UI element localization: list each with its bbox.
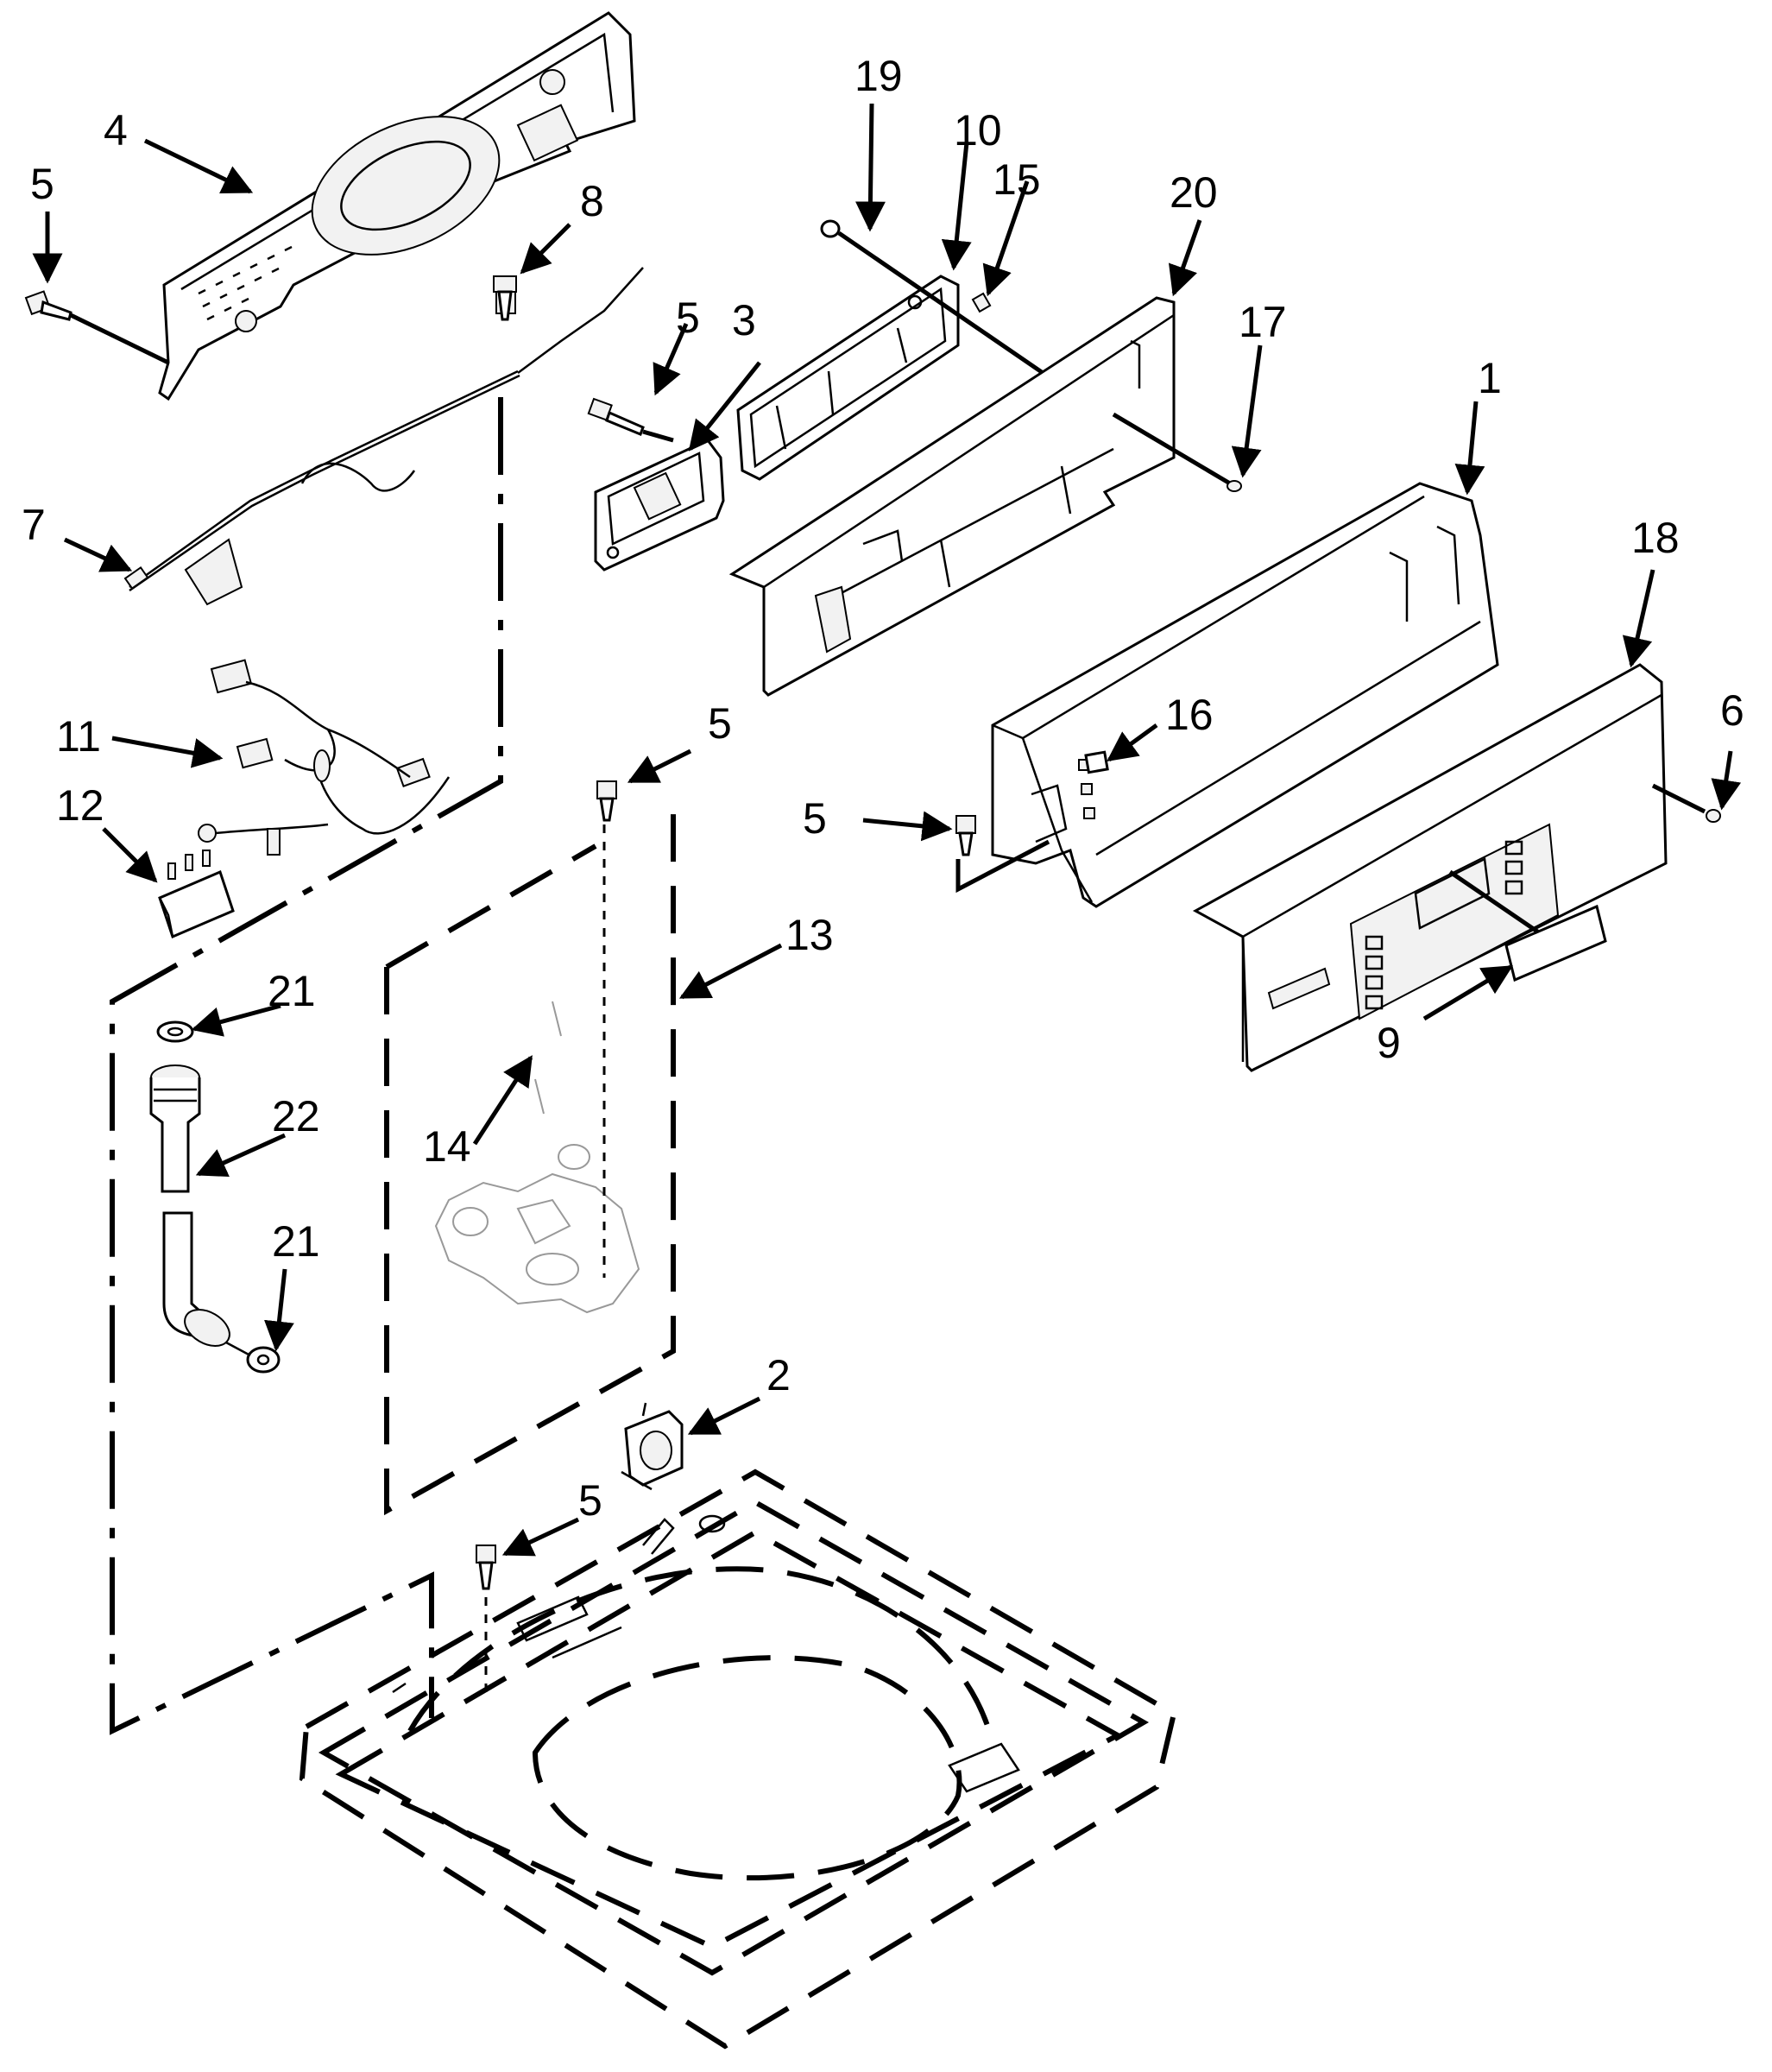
screw-part-5-board — [587, 397, 674, 443]
callout-arrows — [32, 103, 1742, 1557]
callout-1: 1 — [1478, 354, 1502, 402]
callout-14: 14 — [423, 1122, 471, 1171]
wire-harness-part-11 — [198, 659, 451, 856]
console-body-part-1 — [991, 482, 1499, 908]
control-module-part-3 — [594, 439, 725, 572]
knob-part-19 — [820, 219, 1055, 382]
screw-part-5-center — [596, 780, 617, 822]
hose-part-22 — [149, 1064, 230, 1347]
callout-11: 11 — [56, 712, 101, 761]
valve-bracket-outline-back — [385, 843, 597, 970]
callout-5-base: 5 — [578, 1476, 602, 1525]
callout-5-center: 5 — [708, 699, 732, 748]
screw-part-17 — [1112, 412, 1242, 492]
harness-routing-line — [110, 397, 503, 1735]
callout-18: 18 — [1631, 514, 1680, 562]
callout-12: 12 — [56, 781, 104, 830]
callout-9: 9 — [1377, 1019, 1401, 1067]
callout-3: 3 — [732, 296, 756, 344]
callout-7: 7 — [22, 501, 46, 549]
relay-part-12 — [158, 850, 235, 939]
washer-part-21-bottom — [225, 1341, 281, 1374]
callout-13: 13 — [785, 911, 834, 959]
screw-part-5-base — [476, 1545, 496, 1590]
callout-19: 19 — [854, 52, 903, 100]
callout-6: 6 — [1720, 686, 1744, 735]
callout-20: 20 — [1170, 168, 1218, 217]
screw-mount-line — [955, 839, 1050, 894]
clip-part-16 — [1084, 750, 1109, 774]
callout-5: 5 — [30, 160, 54, 208]
callout-labels: 4 5 8 19 10 15 20 17 1 18 6 16 5 5 3 5 7… — [22, 52, 1744, 1525]
motor-part-2 — [621, 1402, 684, 1491]
callout-15: 15 — [993, 155, 1041, 204]
callout-5-console: 5 — [803, 794, 827, 843]
washer-top-base — [299, 1469, 1177, 2050]
spacer-part-15 — [971, 292, 992, 313]
screw-part-5-left — [24, 290, 170, 365]
console-back-part-20 — [728, 296, 1176, 697]
callout-2: 2 — [766, 1351, 791, 1399]
callout-10: 10 — [954, 106, 1002, 155]
rear-panel-part-4 — [158, 11, 636, 401]
power-cord-part-7 — [123, 267, 644, 606]
callout-17: 17 — [1239, 298, 1287, 346]
screw-part-8 — [493, 275, 517, 321]
callout-8: 8 — [580, 177, 604, 225]
water-valve-part-14 — [434, 1001, 640, 1314]
callout-21-bottom: 21 — [272, 1217, 320, 1266]
control-board-part-10 — [736, 275, 960, 481]
callout-4: 4 — [104, 106, 128, 155]
washer-part-21-top — [156, 1020, 194, 1043]
callout-16: 16 — [1165, 691, 1214, 739]
callout-22: 22 — [272, 1092, 320, 1140]
callout-5-board: 5 — [676, 294, 700, 342]
screw-part-5-console — [955, 815, 976, 856]
callout-21-top: 21 — [268, 967, 316, 1015]
